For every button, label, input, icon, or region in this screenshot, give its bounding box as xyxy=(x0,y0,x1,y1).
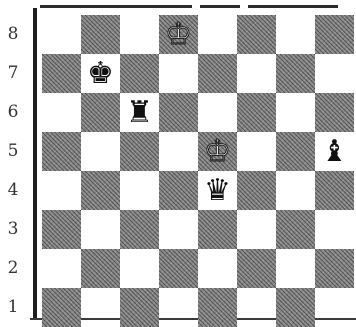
square-g1[interactable] xyxy=(276,288,315,327)
square-d2[interactable] xyxy=(159,249,198,288)
square-g6[interactable] xyxy=(276,93,315,132)
square-f5[interactable] xyxy=(237,132,276,171)
square-c5[interactable] xyxy=(120,132,159,171)
square-f6[interactable] xyxy=(237,93,276,132)
square-g4[interactable] xyxy=(276,171,315,210)
square-d7[interactable] xyxy=(159,54,198,93)
square-c1[interactable] xyxy=(120,288,159,327)
square-a4[interactable] xyxy=(42,171,81,210)
square-h4[interactable] xyxy=(315,171,354,210)
square-g8[interactable] xyxy=(276,15,315,54)
black-queen-icon[interactable]: ♛ xyxy=(198,171,237,210)
square-h8[interactable] xyxy=(315,15,354,54)
rank-label: 7 xyxy=(5,63,21,83)
square-h7[interactable] xyxy=(315,54,354,93)
white-king-icon[interactable]: ♔ xyxy=(198,132,237,171)
square-b2[interactable] xyxy=(81,249,120,288)
rank-label: 3 xyxy=(5,219,21,239)
square-b4[interactable] xyxy=(81,171,120,210)
square-f2[interactable] xyxy=(237,249,276,288)
square-b8[interactable] xyxy=(81,15,120,54)
square-g5[interactable] xyxy=(276,132,315,171)
square-c8[interactable] xyxy=(120,15,159,54)
rank-label: 1 xyxy=(5,297,21,317)
square-d6[interactable] xyxy=(159,93,198,132)
rank-label: 2 xyxy=(5,258,21,278)
square-f8[interactable] xyxy=(237,15,276,54)
rank-label: 8 xyxy=(5,24,21,44)
square-c4[interactable] xyxy=(120,171,159,210)
black-bishop-icon[interactable]: ♝ xyxy=(315,132,354,171)
square-e8[interactable] xyxy=(198,15,237,54)
square-a2[interactable] xyxy=(42,249,81,288)
black-king-icon[interactable]: ♚ xyxy=(81,54,120,93)
square-b1[interactable] xyxy=(81,288,120,327)
square-d5[interactable] xyxy=(159,132,198,171)
square-h3[interactable] xyxy=(315,210,354,249)
square-a1[interactable] xyxy=(42,288,81,327)
square-b6[interactable] xyxy=(81,93,120,132)
square-e7[interactable] xyxy=(198,54,237,93)
square-e2[interactable] xyxy=(198,249,237,288)
square-e1[interactable] xyxy=(198,288,237,327)
square-a7[interactable] xyxy=(42,54,81,93)
square-c3[interactable] xyxy=(120,210,159,249)
square-f7[interactable] xyxy=(237,54,276,93)
square-c2[interactable] xyxy=(120,249,159,288)
square-f4[interactable] xyxy=(237,171,276,210)
square-h1[interactable] xyxy=(315,288,354,327)
black-rook-icon[interactable]: ♜ xyxy=(120,93,159,132)
square-c7[interactable] xyxy=(120,54,159,93)
square-g7[interactable] xyxy=(276,54,315,93)
square-d1[interactable] xyxy=(159,288,198,327)
square-a3[interactable] xyxy=(42,210,81,249)
square-h2[interactable] xyxy=(315,249,354,288)
square-a8[interactable] xyxy=(42,15,81,54)
square-d4[interactable] xyxy=(159,171,198,210)
square-e3[interactable] xyxy=(198,210,237,249)
square-g3[interactable] xyxy=(276,210,315,249)
square-g2[interactable] xyxy=(276,249,315,288)
square-e6[interactable] xyxy=(198,93,237,132)
square-h6[interactable] xyxy=(315,93,354,132)
top-border xyxy=(200,5,240,8)
square-b3[interactable] xyxy=(81,210,120,249)
square-f3[interactable] xyxy=(237,210,276,249)
square-b5[interactable] xyxy=(81,132,120,171)
top-border xyxy=(248,5,338,8)
rank-label: 4 xyxy=(5,180,21,200)
top-border xyxy=(40,5,192,8)
white-king-icon[interactable]: ♔ xyxy=(159,15,198,54)
square-a6[interactable] xyxy=(42,93,81,132)
square-f1[interactable] xyxy=(237,288,276,327)
rank-label: 5 xyxy=(5,141,21,161)
square-a5[interactable] xyxy=(42,132,81,171)
rank-label: 6 xyxy=(5,102,21,122)
left-border xyxy=(33,8,37,320)
square-d3[interactable] xyxy=(159,210,198,249)
